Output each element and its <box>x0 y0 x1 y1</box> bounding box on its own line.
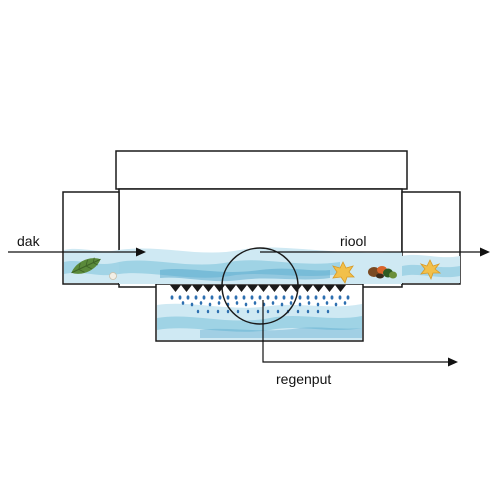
water-droplet <box>246 309 250 314</box>
water-droplet <box>346 295 350 300</box>
water-droplet <box>325 301 329 305</box>
water-droplet <box>181 301 185 305</box>
water-droplet <box>194 295 198 300</box>
water-droplet <box>296 309 300 314</box>
water-droplet <box>256 309 260 314</box>
water-droplet <box>266 295 270 300</box>
filter-lid <box>115 150 408 190</box>
filter-mesh-tooth <box>170 285 181 292</box>
water-droplet <box>306 295 310 300</box>
water-droplet <box>290 295 294 300</box>
leaf-yellow-icon <box>332 261 355 284</box>
water-tray-wave-2 <box>200 327 362 338</box>
water-droplet <box>307 301 311 305</box>
filter-mesh-tooth <box>181 285 192 292</box>
water-droplet <box>186 295 190 300</box>
water-droplet <box>242 295 246 300</box>
water-droplet <box>216 309 220 314</box>
water-droplet <box>298 302 302 307</box>
inlet-arrowhead <box>136 247 146 257</box>
magnifier-circle <box>221 247 299 325</box>
filter-mesh-tooth <box>335 285 346 292</box>
water-droplet <box>314 295 318 300</box>
water-channel-wave-1 <box>119 260 340 278</box>
water-droplet <box>250 295 254 300</box>
water-droplet <box>226 295 230 300</box>
water-droplet <box>206 309 210 314</box>
water-droplet <box>271 301 275 305</box>
water-droplet <box>236 309 240 314</box>
water-droplet <box>343 301 347 305</box>
leaf-green-icon <box>71 257 101 274</box>
filter-mesh-tooth <box>225 285 236 292</box>
leaf-yellow-icon <box>419 259 442 281</box>
water-droplet <box>235 301 239 305</box>
filter-mesh-tooth <box>324 285 335 292</box>
filter-mesh-tooth <box>280 285 291 292</box>
water-droplet <box>276 309 280 314</box>
filter-mesh-tooth <box>247 285 258 292</box>
filter-mesh-tooth <box>269 285 280 292</box>
water-droplet <box>217 301 221 305</box>
overflow-arrowhead <box>480 247 490 257</box>
filter-mesh-tooth <box>203 285 214 292</box>
water-droplet <box>190 302 194 307</box>
debris-pile-icon <box>368 266 397 279</box>
outlet-arrow <box>262 300 450 363</box>
filter-mesh-tooth <box>236 285 247 292</box>
water-droplet <box>289 301 293 305</box>
water-droplet <box>253 301 257 305</box>
shell-icon <box>109 272 117 280</box>
water-droplet <box>280 302 284 307</box>
water-droplet <box>266 309 270 314</box>
filter-mesh-tooth <box>258 285 269 292</box>
filter-mesh-tooth <box>313 285 324 292</box>
outlet-label: regenput <box>276 371 331 387</box>
water-droplet <box>258 295 262 300</box>
water-droplet <box>218 295 222 300</box>
water-droplet <box>330 295 334 300</box>
filtered-droplets <box>170 295 350 314</box>
water-droplet <box>322 295 326 300</box>
filter-mesh-tooth <box>192 285 203 292</box>
water-droplet <box>199 301 203 305</box>
overflow-label: riool <box>340 233 366 249</box>
filter-mesh-tooth <box>291 285 302 292</box>
inlet-label: dak <box>17 233 41 249</box>
water-droplet <box>282 295 286 300</box>
water-droplet <box>306 309 310 314</box>
water-droplet <box>202 295 206 300</box>
water-droplet <box>244 302 248 307</box>
filter-mesh-tooth <box>302 285 313 292</box>
water-droplet <box>208 302 212 307</box>
water-droplet <box>210 295 214 300</box>
water-droplet <box>178 295 182 300</box>
water-droplet <box>338 295 342 300</box>
water-droplet <box>226 309 230 314</box>
water-droplet <box>298 295 302 300</box>
water-droplet <box>274 295 278 300</box>
water-droplet <box>334 302 338 307</box>
outlet-arrowhead <box>448 357 458 367</box>
water-droplet <box>316 302 320 307</box>
water-droplet <box>170 295 174 300</box>
water-droplet <box>316 309 320 314</box>
water-channel-wave-2 <box>160 268 330 282</box>
water-droplet <box>234 295 238 300</box>
water-droplet <box>326 309 330 314</box>
water-droplet <box>196 309 200 314</box>
